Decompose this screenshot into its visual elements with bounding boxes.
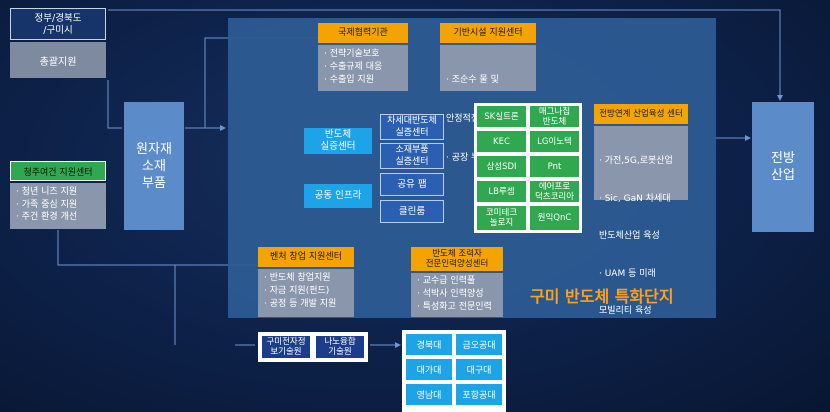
institute-gumi: 구미전자정 보기술원	[261, 335, 311, 359]
intl-item: · 수출규제 대응	[324, 62, 383, 72]
talent-item: · 석박사 인력양성	[417, 289, 484, 299]
talent-center-list: · 교수급 인력풀 · 석박사 인력양성 · 특성화고 전문인력	[411, 273, 503, 317]
talent-item: · 특성화고 전문인력	[417, 302, 492, 312]
intl-coop-box: 국제협력기관 · 전략기술보호 · 수출규제 대응 · 수출입 지원	[318, 23, 408, 91]
university-cell: 금오공대	[456, 334, 502, 355]
line-gov-top	[108, 9, 783, 101]
institute-nano: 나노융합 기술원	[315, 335, 365, 359]
company-cell: 매그나칩 반도체	[530, 106, 579, 127]
youth-item: · 가족 중심 지원	[16, 199, 78, 210]
university-cell: 영남대	[406, 384, 452, 405]
industry-center-list: · 가전,5G,로봇산업 · Sic, GaN 차세대 반도체산업 육성 · U…	[594, 126, 688, 316]
university-grid: 경북대 금오공대 대가대 대구대 영남대 포항공대	[402, 330, 506, 412]
venture-center-list: · 반도체 창업지원 · 자금 지원(펀드) · 공정 등 개발 지원	[258, 269, 354, 317]
cleanroom: 클린룸	[380, 200, 444, 223]
infra-center-list: · 조순수 물 및 안정적전력 공급 · 공장 부지 공급	[440, 45, 536, 163]
line-youth-down	[57, 230, 258, 266]
youth-center-title: 청주여건 지원센터	[10, 161, 106, 181]
next-gen-center: 차세대반도체 실증센터	[380, 114, 444, 140]
university-cell: 경북대	[406, 334, 452, 355]
gov-title: 정부/경북도 /구미시	[10, 8, 106, 40]
company-cell: 에어프로 덕츠코리아	[530, 181, 579, 202]
venture-item: · 반도체 창업지원	[264, 273, 331, 283]
talent-center-box: 반도체 조력자 전문인력양성센터 · 교수급 인력풀 · 석박사 인력양성 · …	[411, 247, 503, 317]
industry-item: · Sic, GaN 차세대	[599, 193, 671, 204]
company-cell: 코미테크 놀로지	[477, 206, 526, 230]
industry-center-box: 전방연계 산업육성 센터 · 가전,5G,로봇산업 · Sic, GaN 차세대…	[594, 104, 688, 316]
company-cell: 원익QnC	[530, 206, 579, 230]
frontline-industry-block: 전방 산업	[752, 102, 814, 232]
gov-body: 총괄지원	[10, 42, 106, 78]
company-cell: KEC	[477, 131, 526, 152]
complex-title: 구미 반도체 특화단지	[530, 287, 674, 306]
industry-item: · UAM 등 미래	[599, 268, 656, 279]
university-cell: 포항공대	[456, 384, 502, 405]
venture-center-title: 벤처 창업 지원센터	[258, 247, 354, 267]
line-raw-side	[107, 80, 122, 129]
gov-box: 정부/경북도 /구미시 총괄지원	[10, 8, 106, 78]
university-cell: 대가대	[406, 359, 452, 380]
youth-center-list: · 청년 니즈 지원 · 가족 중심 지원 · 주건 환경 개선	[10, 183, 106, 229]
industry-item: 모빌리티 육성	[599, 306, 652, 316]
company-cell: 삼성SDI	[477, 156, 526, 177]
test-center-label: 반도체 실증센터	[304, 128, 372, 154]
infra-center-title: 기반시설 지원센터	[440, 23, 536, 43]
intl-item: · 전략기술보호	[324, 49, 380, 59]
venture-item: · 공정 등 개발 지원	[264, 299, 337, 309]
institutes-group: 구미전자정 보기술원 나노융합 기술원	[258, 332, 368, 362]
infra-item: · 조순수 물 및	[446, 75, 499, 85]
venture-center-box: 벤처 창업 지원센터 · 반도체 창업지원 · 자금 지원(펀드) · 공정 등…	[258, 247, 354, 317]
venture-item: · 자금 지원(펀드)	[264, 286, 330, 296]
material-parts-center: 소재부품 실증센터	[380, 143, 444, 169]
common-infra-label: 공동 인프라	[304, 184, 372, 208]
infra-center-box: 기반시설 지원센터 · 조순수 물 및 안정적전력 공급 · 공장 부지 공급	[440, 23, 536, 163]
industry-item: 반도체산업 육성	[599, 231, 660, 241]
company-cell: Pnt	[530, 156, 579, 177]
talent-center-title: 반도체 조력자 전문인력양성센터	[411, 247, 503, 271]
company-cell: LB루셈	[477, 181, 526, 202]
company-cell: LG이노텍	[530, 131, 579, 152]
shared-fab: 공유 팹	[380, 173, 444, 196]
talent-item: · 교수급 인력풀	[417, 276, 476, 286]
university-cell: 대구대	[456, 359, 502, 380]
intl-item: · 수출입 지원	[324, 75, 374, 85]
raw-material-block: 원자재 소재 부품	[124, 102, 184, 230]
youth-item: · 청년 니즈 지원	[16, 187, 78, 197]
industry-center-title: 전방연계 산업육성 센터	[594, 104, 688, 124]
youth-item: · 주건 환경 개선	[16, 212, 78, 222]
company-grid: SK실트론 매그나칩 반도체 KEC LG이노텍 삼성SDI Pnt LB루셈 …	[474, 103, 582, 233]
youth-center-box: 청주여건 지원센터 · 청년 니즈 지원 · 가족 중심 지원 · 주건 환경 …	[10, 161, 106, 229]
intl-coop-title: 국제협력기관	[318, 23, 408, 43]
industry-item: · 가전,5G,로봇산업	[599, 156, 673, 166]
intl-coop-list: · 전략기술보호 · 수출규제 대응 · 수출입 지원	[318, 45, 408, 91]
company-cell: SK실트론	[477, 106, 526, 127]
